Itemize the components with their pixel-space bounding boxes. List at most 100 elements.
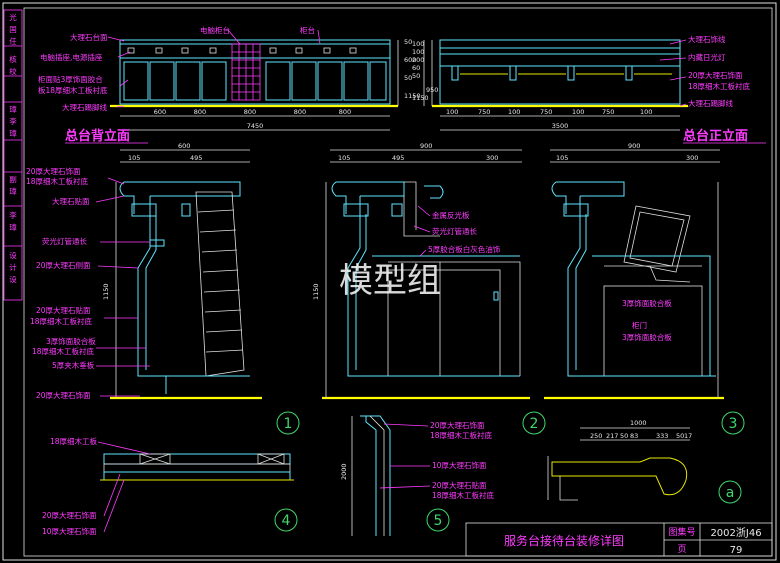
back-dim-total: 7450	[247, 122, 264, 130]
side-tab-text: 璋	[9, 222, 17, 232]
back-dim: 800	[339, 108, 351, 116]
side-tab-text: 核	[9, 54, 17, 64]
deta-dim: 250	[590, 432, 602, 440]
side-tab-text: 计	[9, 262, 17, 272]
front-dim-side: 100	[412, 40, 424, 48]
watermark: 模型组	[339, 261, 441, 301]
side-tab-text: 副	[9, 175, 17, 184]
sec2-label: 荧光灯管通长	[432, 226, 477, 236]
section-marker	[721, 411, 745, 435]
front-dim-side: 50	[412, 72, 420, 80]
detail-5: 2000 20厚大理石饰面 18厚细木工板衬底 10厚大理石饰面 20厚大理石贴…	[340, 415, 495, 536]
sec3-label: 3厚饰面胶合板	[622, 332, 672, 342]
section-2: 900 105 495 300 1150 金属反光板 荧光灯管通长 5厚胶合板白…	[312, 142, 546, 435]
det4-label: 10厚大理石饰面	[42, 526, 97, 536]
det5-label: 20厚大理石饰面	[430, 420, 485, 430]
sec3-dim: 105	[556, 154, 568, 162]
side-tab-text: 任	[9, 36, 17, 46]
side-tab-text: 璋	[9, 186, 17, 196]
sec3-dim: 300	[686, 154, 698, 162]
side-tab-text: 设	[9, 250, 17, 260]
front-dim-side: 100	[412, 48, 424, 56]
back-label: 大理石台面	[70, 32, 108, 42]
back-dim-side: 50	[404, 38, 412, 46]
front-label: 大理石饰线	[688, 34, 726, 44]
atlas-value: 2002浙J46	[710, 527, 761, 539]
det5-label: 20厚大理石贴面	[432, 480, 487, 490]
side-tab-text: 校	[9, 66, 17, 76]
drawing-frame	[23, 7, 773, 557]
front-label: 大理石踢脚线	[688, 98, 733, 108]
sec1-dim: 105	[128, 154, 140, 162]
back-dim-side: 600	[404, 56, 416, 64]
det5-label: 18厚细木工板衬底	[432, 490, 495, 500]
detail-4: 18厚细木工板 20厚大理石饰面 10厚大理石饰面 4	[42, 436, 298, 536]
back-dim-side: 50	[404, 74, 412, 82]
page-label: 页	[677, 544, 686, 555]
det5-label: 10厚大理石饰面	[432, 460, 487, 470]
side-tab-text: 国	[9, 25, 17, 34]
section-marker-label: 4	[282, 513, 291, 529]
det4-label: 20厚大理石饰面	[42, 510, 97, 520]
side-tab-text: 光	[9, 12, 17, 22]
back-label: 柜台	[300, 25, 315, 35]
front-dim: 100	[446, 108, 458, 116]
front-label: 20厚大理石饰面	[688, 70, 743, 80]
det5-dim-side: 2000	[340, 463, 348, 480]
section-marker	[276, 411, 300, 435]
detail-a: 1000 250 217 50 83 333 50 17 a	[547, 419, 742, 504]
front-dim-side: 1150	[412, 94, 429, 102]
sec1-label: 大理石贴面	[52, 196, 90, 206]
front-dim-side: 60	[412, 64, 420, 72]
atlas-label: 图集号	[668, 526, 695, 538]
back-dim-side: 1150	[404, 92, 421, 100]
side-tabs: 光 国 任 核 校 璋 李 璋 副 璋 李 璋 设 计 设	[3, 9, 23, 301]
sec1-dim-side: 1150	[102, 283, 110, 300]
section-marker-label: 5	[434, 513, 443, 529]
sec1-dim: 600	[178, 142, 190, 150]
sec1-label: 20厚大理石饰面	[36, 390, 91, 400]
side-tab-text: 璋	[9, 128, 17, 138]
section-marker-label: a	[726, 485, 735, 501]
front-dim-side: 950	[426, 86, 438, 94]
sec2-dim: 300	[486, 154, 498, 162]
front-dim: 100	[508, 108, 520, 116]
sec2-dim-side: 1150	[312, 283, 320, 300]
sec1-label: 荧光灯管通长	[42, 236, 87, 246]
sec1-label: 20厚大理石贴面	[36, 305, 91, 315]
front-elevation: 100 750 100 750 100 750 100 3500 100 100…	[412, 34, 766, 144]
section-marker-label: 2	[530, 416, 539, 432]
side-tab-text: 李	[9, 116, 17, 126]
front-dim: 750	[478, 108, 490, 116]
sec1-label: 3厚饰面胶合板	[46, 336, 96, 346]
page-value: 79	[730, 545, 743, 556]
sec1-label: 18厚细木工板衬底	[26, 176, 89, 186]
det5-label: 18厚细木工板衬底	[430, 430, 493, 440]
sec1-label: 20厚大理石侧面	[36, 260, 91, 270]
sec3-label: 3厚饰面胶合板	[622, 298, 672, 308]
sec1-label: 18厚细木工板衬底	[32, 346, 95, 356]
sec2-label: 金属反光板	[432, 210, 470, 220]
sec1-label: 20厚大理石饰面	[26, 166, 81, 176]
front-dim: 100	[572, 108, 584, 116]
back-elevation: 600 800 800 800 800 7450 50 600 50 1150 …	[38, 25, 421, 144]
drawing-title: 服务台接待台装修详图	[504, 533, 624, 548]
section-marker	[274, 508, 298, 532]
front-elevation-title: 总台正立面	[683, 128, 748, 144]
back-dim: 800	[194, 108, 206, 116]
sec2-dim: 105	[338, 154, 350, 162]
back-label: 大理石踢脚线	[62, 102, 107, 112]
sec1-label: 18厚细木工板衬底	[30, 316, 93, 326]
sec1-dim: 495	[190, 154, 202, 162]
det4-label: 18厚细木工板	[50, 436, 98, 446]
deta-dim: 83	[630, 432, 638, 440]
deta-dim: 1000	[630, 419, 647, 427]
front-dim: 100	[640, 108, 652, 116]
front-label: 18厚细木工板衬底	[688, 81, 751, 91]
back-dim: 600	[154, 108, 166, 116]
back-dim: 800	[244, 108, 256, 116]
front-dim: 750	[602, 108, 614, 116]
deta-dim: 333	[656, 432, 668, 440]
